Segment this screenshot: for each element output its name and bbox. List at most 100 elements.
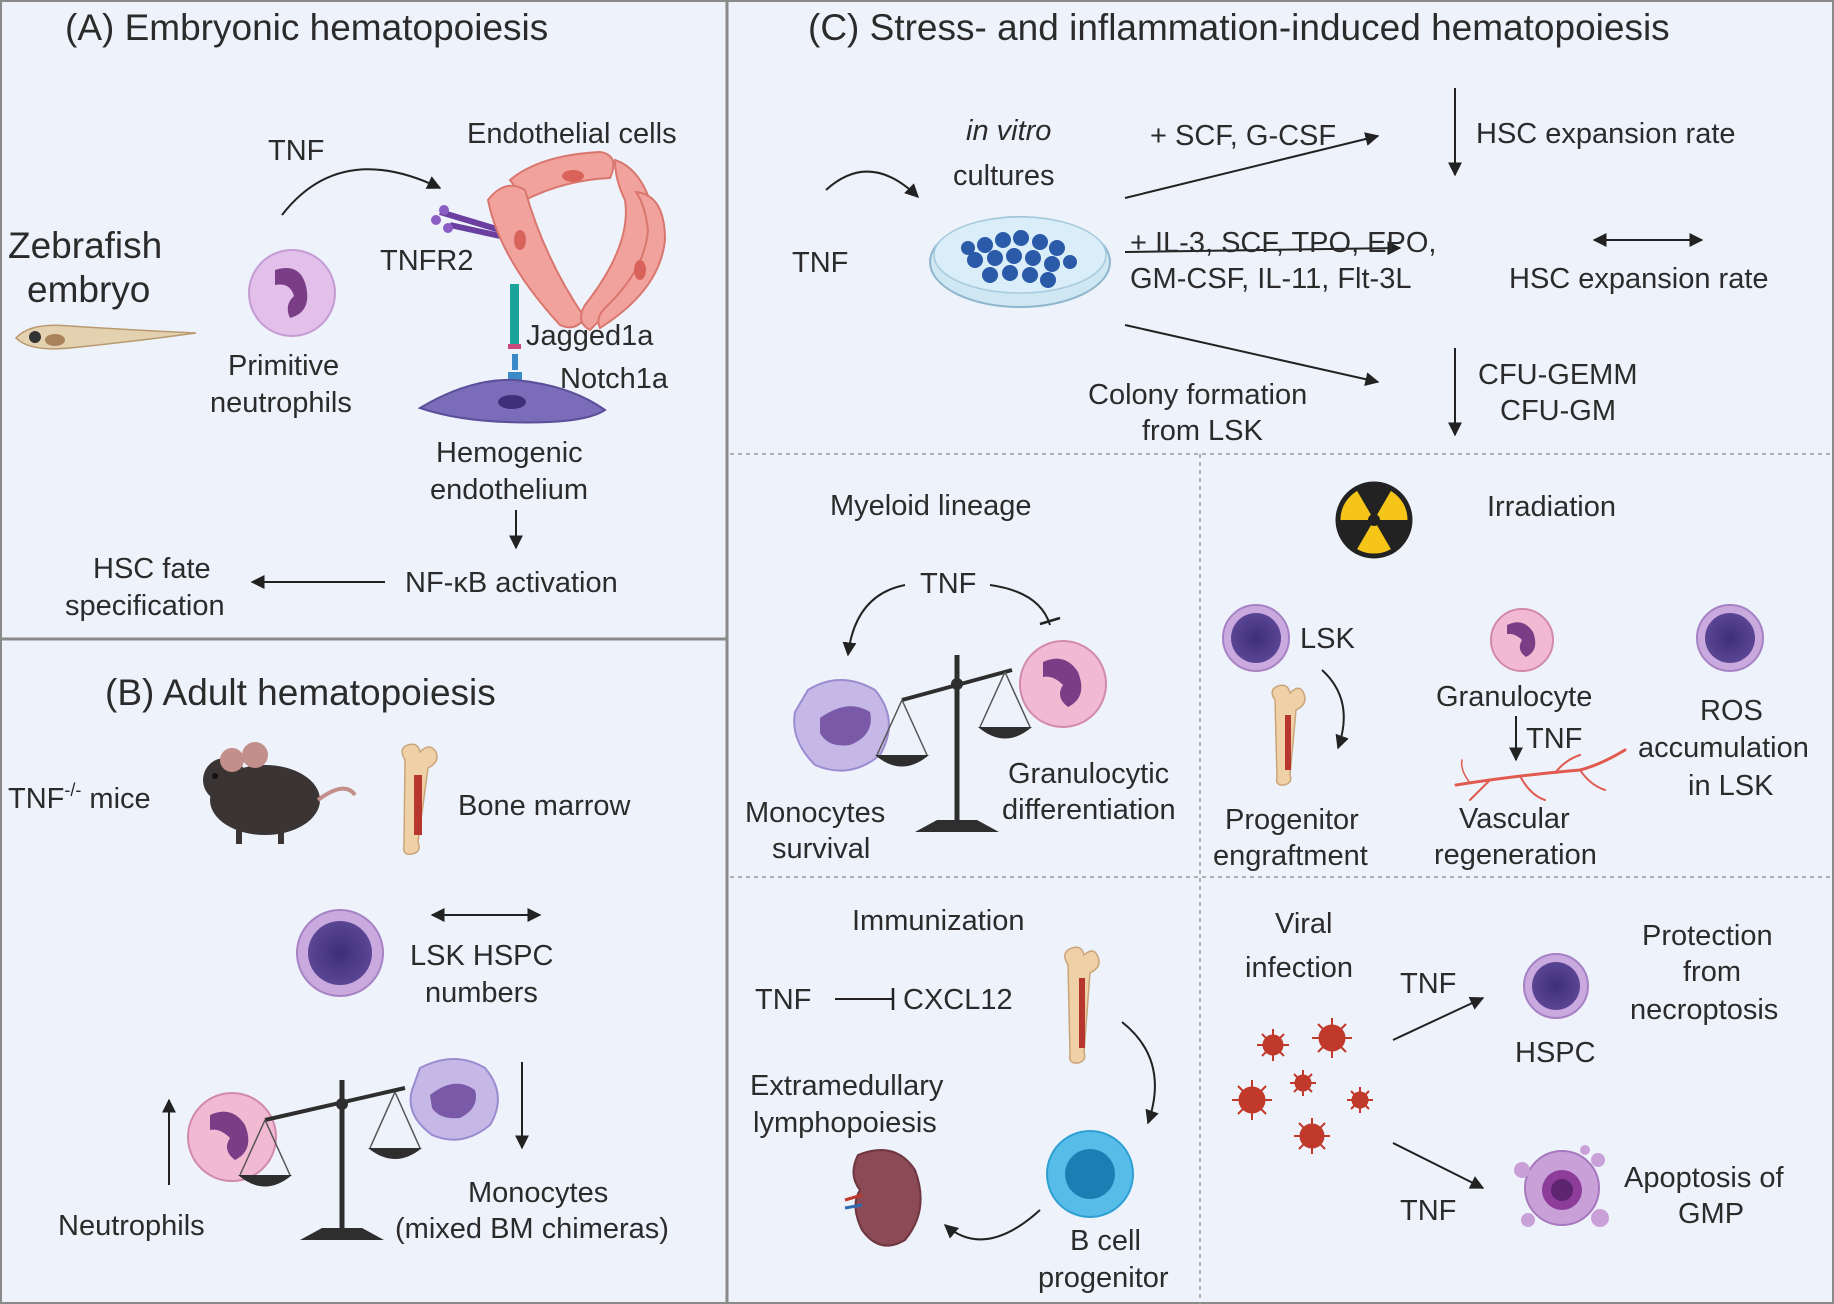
jagged-notch-icon (508, 284, 522, 380)
hsc-exp-label-2: HSC expansion rate (1509, 263, 1769, 295)
cfu-gemm-label: CFU-GEMM (1478, 359, 1637, 391)
monocyte-icon-c (793, 679, 890, 772)
in-vitro-label: in vitro (966, 115, 1051, 147)
hemogenic-endothelium-icon (417, 378, 607, 424)
viral-tnf-label-2: TNF (1400, 1195, 1456, 1227)
bcell-line2: progenitor (1038, 1262, 1169, 1294)
neutrophil-icon-b (187, 1092, 277, 1182)
gran-diff-line1: Granulocytic (1008, 758, 1169, 790)
viral-section: Viral infection TNF HSPC Protection from… (1232, 908, 1785, 1230)
bone-icon-imm (1064, 946, 1100, 1064)
cocktail-label-line2: GM-CSF, IL-11, Flt-3L (1130, 263, 1411, 295)
balance-scale-b (238, 1080, 422, 1240)
ros-line3: in LSK (1688, 770, 1774, 802)
lsk-cell-icon-b (296, 909, 384, 997)
myeloid-activation-arrow (842, 584, 906, 657)
ros-line1: ROS (1700, 695, 1763, 727)
tnf-arrow (281, 168, 442, 216)
bcell-progenitor-icon (1046, 1130, 1134, 1218)
viral-title-line2: infection (1245, 952, 1353, 984)
virus-particles-icon (1232, 1018, 1373, 1154)
mono-survival-line2: survival (772, 833, 870, 865)
cfu-gm-label: CFU-GM (1500, 395, 1616, 427)
panel-a: (A) Embryonic hematopoiesis Zebrafish em… (8, 7, 677, 622)
tnfr2-label: TNFR2 (380, 245, 473, 277)
viral-gmp-arrow (1392, 1142, 1485, 1189)
hemogenic-label-line1: Hemogenic (436, 437, 583, 469)
immun-tnf-label: TNF (755, 984, 811, 1016)
irradiation-title: Irradiation (1487, 491, 1616, 523)
mouse-icon (203, 742, 357, 844)
irr-tnf-label: TNF (1526, 723, 1582, 755)
petri-dish-icon (929, 216, 1111, 308)
viral-hspc-arrow (1392, 996, 1485, 1041)
lsk-label-line2: numbers (425, 977, 538, 1009)
zebrafish-embryo-icon (14, 324, 197, 350)
prog-engraft-line1: Progenitor (1225, 804, 1359, 836)
myeloid-title: Myeloid lineage (830, 490, 1032, 522)
hemogenic-label-line2: endothelium (430, 474, 588, 506)
scf-gcsf-arrow (1124, 132, 1380, 199)
tnf-culture-arrow (825, 170, 920, 198)
monocytes-label-line1: Monocytes (468, 1177, 608, 1209)
panel-c-top: (C) Stress- and inflammation-induced hem… (792, 7, 1769, 447)
cocktail-label-line1: + IL-3, SCF, TPO, EPO, (1130, 227, 1436, 259)
lsk-cell-icon-ros (1696, 604, 1764, 672)
hsc-fate-line1: HSC fate (93, 553, 211, 585)
viral-title-line1: Viral (1275, 908, 1333, 940)
protection-line1: Protection (1642, 920, 1773, 952)
myeloid-inhibition-line (989, 584, 1051, 626)
notch-label: Notch1a (560, 363, 669, 395)
zebrafish-label-line1: Zebrafish (8, 225, 162, 266)
immunization-title: Immunization (852, 905, 1024, 937)
immunization-section: Immunization TNF CXCL12 B cell progenito… (750, 905, 1169, 1294)
hspc-cell-icon (1523, 953, 1589, 1019)
bcell-spleen-arrow (943, 1209, 1041, 1241)
prog-engraft-line2: engraftment (1213, 840, 1368, 872)
protection-line3: necroptosis (1630, 994, 1778, 1026)
monocyte-icon-b (409, 1058, 499, 1141)
balance-scale-c (875, 655, 1032, 832)
primitive-label-line2: neutrophils (210, 387, 352, 419)
zebrafish-label-line2: embryo (27, 269, 150, 310)
lsk-engraft-arrow (1321, 669, 1349, 750)
nfkb-label: NF-κB activation (405, 567, 618, 599)
myeloid-section: Myeloid lineage TNF Monocytes survival G (745, 490, 1176, 865)
primitive-neutrophil-icon (248, 249, 336, 337)
cocktail-arrow (1124, 241, 1402, 256)
myeloid-inhibition-bar (1039, 616, 1061, 626)
mono-survival-line1: Monocytes (745, 797, 885, 829)
myeloid-tnf-label: TNF (920, 568, 976, 600)
primitive-label-line1: Primitive (228, 350, 339, 382)
lsk-cell-icon-irr (1222, 604, 1290, 672)
extramed-line2: lymphopoiesis (753, 1107, 937, 1139)
tnf-culture-label: TNF (792, 247, 848, 279)
hsc-fate-line2: specification (65, 590, 225, 622)
apoptotic-gmp-icon (1514, 1145, 1609, 1227)
colony-label-line1: Colony formation (1088, 379, 1307, 411)
ros-line2: accumulation (1638, 732, 1809, 764)
protection-line2: from (1683, 956, 1741, 988)
blood-vessel-icon (1454, 748, 1627, 801)
endothelial-cells-icon (486, 150, 667, 332)
gran-diff-line2: differentiation (1002, 794, 1176, 826)
endothelial-label: Endothelial cells (467, 118, 677, 150)
granulocyte-icon-c (1019, 640, 1107, 728)
apoptosis-line1: Apoptosis of (1624, 1162, 1785, 1194)
colony-label-line2: from LSK (1142, 415, 1264, 447)
colony-arrow (1124, 324, 1380, 387)
granulocyte-icon-irr (1490, 608, 1554, 672)
apoptosis-line2: GMP (1678, 1198, 1744, 1230)
tnfr2-receptor-icon (431, 205, 501, 239)
cxcl12-label: CXCL12 (903, 984, 1013, 1016)
vasc-regen-line2: regeneration (1434, 839, 1597, 871)
bone-bcell-arrow (1121, 1021, 1159, 1125)
bone-icon-b (401, 743, 438, 856)
hsc-exp-label-1: HSC expansion rate (1476, 118, 1736, 150)
granulocyte-label: Granulocyte (1436, 681, 1592, 713)
irr-lsk-label: LSK (1300, 623, 1355, 655)
vasc-regen-line1: Vascular (1459, 803, 1570, 835)
